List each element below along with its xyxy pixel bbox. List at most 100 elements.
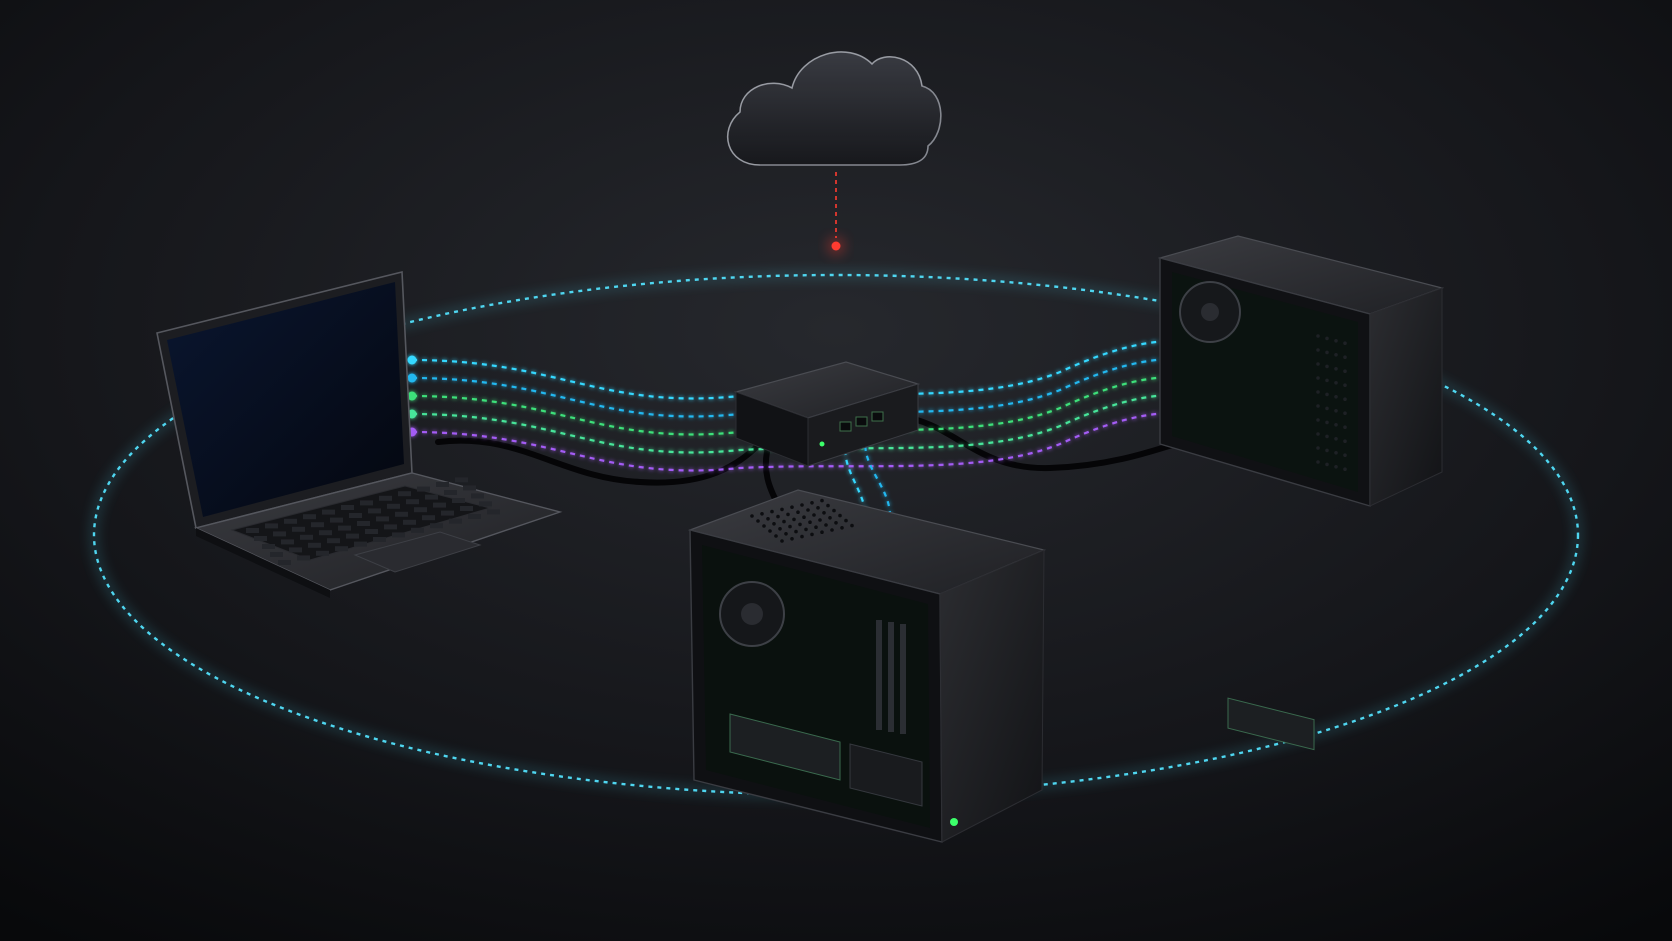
tower-vent-hole xyxy=(812,513,816,517)
tower-vent-hole xyxy=(750,514,754,518)
laptop-key xyxy=(311,522,324,528)
server-fan-hub xyxy=(1201,303,1219,321)
laptop-key xyxy=(330,517,343,523)
server-vent-hole xyxy=(1343,397,1347,402)
laptop-key xyxy=(341,505,354,510)
tower-vent-hole xyxy=(840,526,844,530)
tower-vent-hole xyxy=(810,501,814,505)
server-vent-hole xyxy=(1343,425,1347,430)
laptop-key xyxy=(368,508,381,514)
laptop-key xyxy=(430,523,443,529)
laptop-key xyxy=(398,491,411,497)
server-icon xyxy=(1157,235,1445,751)
laptop-key xyxy=(262,544,275,549)
laptop-key xyxy=(460,506,473,511)
tower-vent-hole xyxy=(832,508,836,513)
switch-port-1 xyxy=(839,421,852,432)
laptop-key xyxy=(308,542,321,548)
laptop-key xyxy=(487,509,500,515)
server-component xyxy=(1227,697,1315,751)
tower-vent-hole xyxy=(762,524,766,528)
laptop-key xyxy=(289,547,302,553)
server-vent-hole xyxy=(1316,404,1320,408)
tower-vent-hole xyxy=(768,529,772,533)
tower-vent-hole xyxy=(830,528,834,532)
laptop-key xyxy=(441,510,454,516)
laptop-key xyxy=(281,539,294,545)
server-vent-hole xyxy=(1343,453,1347,458)
server-vent-hole xyxy=(1316,418,1320,422)
tower-psu xyxy=(849,743,923,807)
laptop-key xyxy=(406,499,419,505)
cable-laptop-switch xyxy=(435,429,773,486)
server-vent-hole xyxy=(1316,376,1320,380)
server-vent-hole xyxy=(1325,378,1329,383)
tower-vent-hole xyxy=(808,520,812,524)
tower-vent-hole xyxy=(782,519,786,524)
tower-vent-hole xyxy=(806,508,810,512)
server-vent-hole xyxy=(1316,362,1320,366)
laptop-key xyxy=(455,477,468,483)
server-vent-hole xyxy=(1325,364,1329,369)
tower-vent-hole xyxy=(814,525,818,529)
tower-gpu xyxy=(729,713,841,781)
switch-side xyxy=(735,391,809,467)
laptop-key xyxy=(335,546,348,552)
laptop-key xyxy=(411,527,424,533)
tower-ram-1 xyxy=(876,620,882,730)
laptop-key xyxy=(365,529,378,534)
laptop-key xyxy=(270,552,283,557)
tower-vent-hole xyxy=(778,527,782,531)
tower-ram-2 xyxy=(888,622,894,732)
laptop-key xyxy=(436,482,449,487)
floor-ring xyxy=(92,273,1580,797)
server-vent-hole xyxy=(1343,341,1347,346)
tower-vent-hole xyxy=(816,506,820,510)
laptop-key xyxy=(338,525,351,531)
laptop-key xyxy=(433,502,446,508)
laptop-key xyxy=(463,485,476,491)
tower-vent-hole xyxy=(810,532,814,537)
tower-vent-hole xyxy=(820,498,824,503)
server-vent-hole xyxy=(1325,350,1329,355)
tower-vent-hole xyxy=(826,503,830,508)
server-vent-hole xyxy=(1316,348,1320,352)
flow-node-laptop-end xyxy=(407,355,417,365)
tower-vent-hole xyxy=(788,524,792,529)
laptop-key xyxy=(357,521,370,526)
tower-vent-hole xyxy=(794,529,798,534)
laptop-key xyxy=(322,509,335,515)
server-vent-hole xyxy=(1334,353,1338,357)
switch-led xyxy=(819,441,825,447)
laptop-key xyxy=(387,503,400,509)
tower-vent-hole xyxy=(786,512,790,517)
server-vent-hole xyxy=(1343,355,1347,360)
flow-line-switch-tower xyxy=(864,435,892,517)
tower-power-led xyxy=(950,818,958,826)
server-side xyxy=(1369,287,1443,507)
server-vent-hole xyxy=(1343,467,1347,472)
laptop-key xyxy=(319,530,332,536)
tower-vent-hole xyxy=(798,522,802,527)
tower-vent-hole xyxy=(776,514,780,519)
laptop-key xyxy=(403,519,416,525)
laptop-key xyxy=(376,516,389,522)
laptop-key xyxy=(471,493,484,499)
server-vent-hole xyxy=(1325,420,1329,425)
tower-vent-hole xyxy=(800,534,804,539)
tower-vent-hole xyxy=(824,523,828,527)
laptop-key xyxy=(316,550,329,556)
tower-vent-hole xyxy=(756,519,760,523)
server-vent-hole xyxy=(1316,446,1320,450)
laptop-trackpad xyxy=(353,531,482,573)
switch-port-2 xyxy=(855,416,868,427)
laptop-key xyxy=(246,528,259,533)
tower-vent-hole xyxy=(784,532,788,536)
tower-side xyxy=(939,549,1045,843)
tower-vent-hole xyxy=(790,505,794,510)
server-vent-hole xyxy=(1334,381,1338,385)
tower-vent-hole xyxy=(766,517,770,521)
laptop-key xyxy=(346,533,359,539)
tower-vent-hole xyxy=(828,516,832,520)
laptop-key xyxy=(422,515,435,521)
